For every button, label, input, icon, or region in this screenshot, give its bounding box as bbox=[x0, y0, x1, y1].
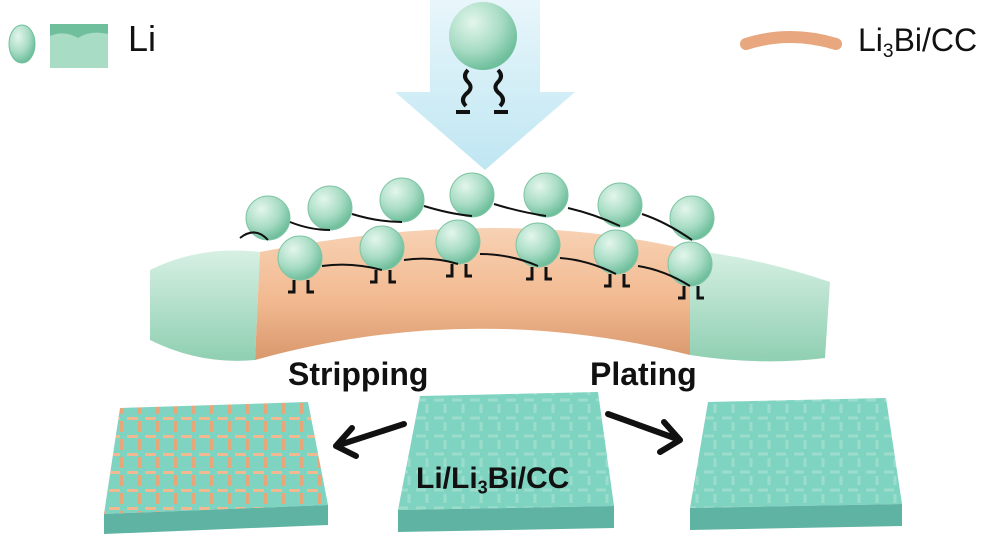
center-fabric bbox=[398, 392, 614, 532]
li-atom-links bbox=[239, 203, 693, 287]
falling-li-atom bbox=[449, 2, 517, 114]
stripping-label: Stripping bbox=[288, 356, 429, 392]
li-atom-legs bbox=[288, 264, 704, 300]
legend-li3bi-cc-label: Li3Bi/CC bbox=[858, 22, 978, 62]
center-fabric-label: Li/Li3Bi/CC bbox=[416, 462, 570, 498]
stripping-arrow bbox=[333, 421, 407, 459]
li-block-legend-icon bbox=[50, 24, 108, 68]
li-atom-chain bbox=[245, 172, 715, 287]
plated-fabric bbox=[690, 398, 902, 530]
plating-arrow bbox=[605, 411, 683, 455]
legend-li-label: Li bbox=[128, 18, 157, 59]
li3bi-cc-fiber bbox=[150, 227, 830, 362]
stripped-fabric bbox=[104, 402, 328, 534]
deposition-arrow bbox=[395, 0, 575, 170]
plating-label: Plating bbox=[590, 356, 697, 392]
li3bi-cc-legend-icon bbox=[740, 31, 842, 50]
li-ball-legend-icon bbox=[8, 24, 36, 64]
